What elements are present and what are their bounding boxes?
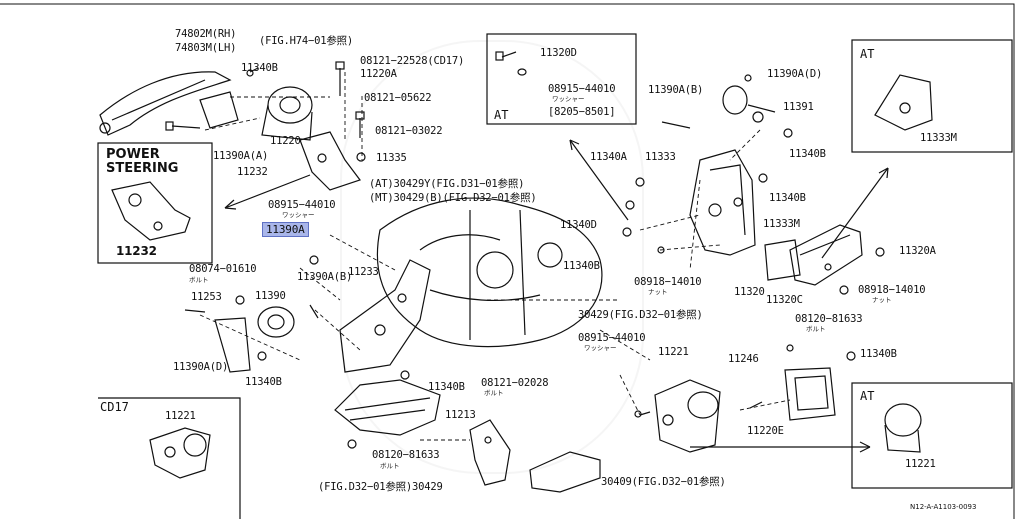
section-at-right: AT: [860, 47, 875, 61]
callout-30429-bottom: (FIG.D32−01参照)30429: [318, 481, 443, 493]
callout-11390a-b: 11390A(B): [297, 271, 353, 283]
power-steering-box: [97, 142, 213, 264]
callout-11390a-b-right: 11390A(B): [648, 84, 704, 96]
callout-30429-right: 30429(FIG.D32−01参照): [578, 309, 703, 321]
callout-11340b-lower: 11340B: [245, 376, 282, 388]
label-bolt-2: ボルト: [484, 389, 504, 397]
callout-11253: 11253: [191, 291, 222, 303]
callout-11221-at: 11221: [905, 458, 936, 470]
callout-11340b-mid: 11340B: [428, 381, 465, 393]
callout-11390a-d-left: 11390A(D): [173, 361, 229, 373]
callout-at-30429y: (AT)30429Y(FIG.D31−01参照): [369, 178, 525, 190]
callout-08074-01610: 08074−01610: [189, 263, 257, 275]
callout-11213: 11213: [445, 409, 476, 421]
callout-11246: 11246: [728, 353, 759, 365]
callout-11340d: 11340D: [560, 219, 597, 231]
callout-11333: 11333: [645, 151, 676, 163]
label-bolt-4: ボルト: [806, 325, 826, 333]
callout-11221-mid: 11221: [658, 346, 689, 358]
callout-11340a: 11340A: [590, 151, 627, 163]
label-washer-1: ワッシャー: [282, 211, 315, 219]
callout-11333m: 11333M: [763, 218, 800, 230]
label-nut-1: ナット: [648, 288, 668, 296]
callout-date-range: [8205−8501]: [548, 106, 616, 118]
watermark: [340, 40, 644, 474]
highlighted-callout-11390a[interactable]: 11390A: [262, 222, 309, 237]
at-right-box: [851, 39, 1013, 153]
callout-11233: 11233: [348, 266, 379, 278]
callout-30409: 30409(FIG.D32−01参照): [601, 476, 726, 488]
label-washer-at: ワッシャー: [552, 95, 585, 103]
callout-11335: 11335: [376, 152, 407, 164]
reference-code: N12-A-A1103-0093: [910, 503, 977, 511]
callout-08918-14010-right: 08918−14010: [858, 284, 926, 296]
callout-11390a-a: 11390A(A): [213, 150, 269, 162]
callout-08120-81633-left: 08120−81633: [372, 449, 440, 461]
label-bolt-3: ボルト: [380, 462, 400, 470]
callout-74802m: 74802M(RH): [175, 28, 237, 40]
callout-11221-cd17: 11221: [165, 410, 196, 422]
section-power-steering: POWER STEERING: [106, 147, 179, 176]
callout-11390a-d-right: 11390A(D): [767, 68, 823, 80]
callout-08915-44010-left: 08915−44010: [268, 199, 336, 211]
callout-08918-14010-left: 08918−14010: [634, 276, 702, 288]
callout-11232: 11232: [237, 166, 268, 178]
callout-11333m-at: 11333M: [920, 132, 957, 144]
callout-08121-22528: 08121−22528(CD17): [360, 55, 465, 67]
callout-11220: 11220: [270, 135, 301, 147]
cd17-box: [98, 397, 241, 519]
at-bottom-box: [851, 382, 1013, 489]
section-at-bottom: AT: [860, 389, 875, 403]
label-bolt-1: ボルト: [189, 276, 209, 284]
callout-74803m: 74803M(LH): [175, 42, 237, 54]
callout-11340b-right: 11340B: [860, 348, 897, 360]
callout-11320a: 11320A: [899, 245, 936, 257]
callout-11390: 11390: [255, 290, 286, 302]
callout-11320c: 11320C: [766, 294, 803, 306]
callout-08121-05622: 08121−05622: [364, 92, 432, 104]
callout-08121-03022: 08121−03022: [375, 125, 443, 137]
callout-08915-44010-mid: 08915−44010: [578, 332, 646, 344]
label-washer-2: ワッシャー: [584, 344, 617, 352]
callout-11320: 11320: [734, 286, 765, 298]
callout-08120-81633-right: 08120−81633: [795, 313, 863, 325]
callout-11232-ps: 11232: [116, 244, 157, 258]
callout-11340b-top: 11340B: [241, 62, 278, 74]
callout-08915-44010-at: 08915−44010: [548, 83, 616, 95]
callout-11320d: 11320D: [540, 47, 577, 59]
section-at-inset: AT: [494, 108, 509, 122]
callout-08121-02028: 08121−02028: [481, 377, 549, 389]
callout-11391: 11391: [783, 101, 814, 113]
callout-11340b-r2: 11340B: [769, 192, 806, 204]
callout-11220a: 11220A: [360, 68, 397, 80]
callout-fig-h74: (FIG.H74−01参照): [259, 35, 354, 47]
section-cd17: CD17: [100, 400, 129, 414]
label-nut-2: ナット: [872, 296, 892, 304]
callout-11220e: 11220E: [747, 425, 784, 437]
callout-mt-30429b: (MT)30429(B)(FIG.D32−01参照): [369, 192, 537, 204]
at-inset-box: [486, 33, 637, 125]
callout-11340b-r3: 11340B: [563, 260, 600, 272]
callout-11340b-r1: 11340B: [789, 148, 826, 160]
